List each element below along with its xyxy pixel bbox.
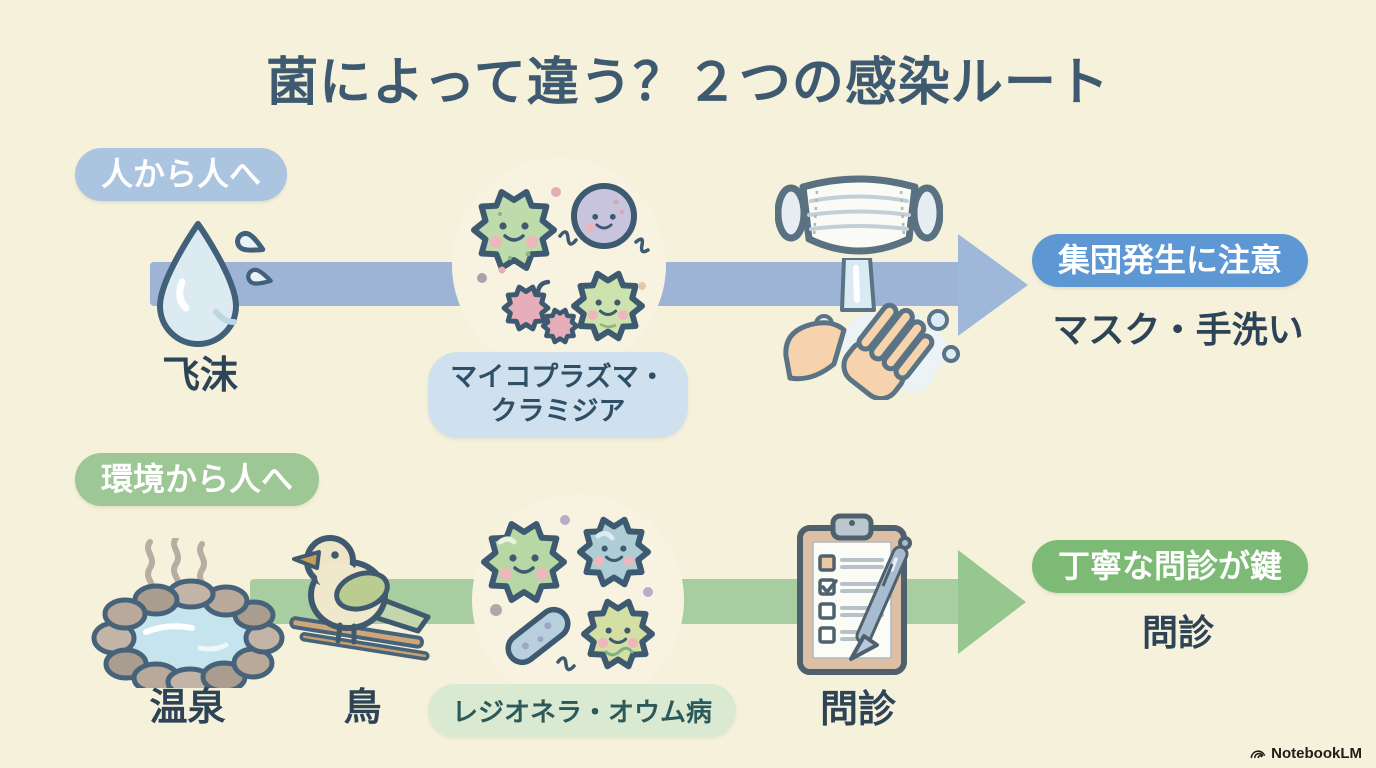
hand-washing-icon xyxy=(783,258,960,400)
route-badge-person-to-person: 人から人へ xyxy=(75,148,288,202)
hot-spring-caption: 温泉 xyxy=(149,687,226,729)
squiggle-icon xyxy=(558,230,578,246)
pen-icon xyxy=(849,536,912,661)
front-hand-icon xyxy=(841,302,935,400)
outcome-badge-outbreak: 集団発生に注意 xyxy=(1032,234,1309,288)
pathogen-label-legionella: レジオネラ・オウム病 xyxy=(428,684,737,737)
bird-icon xyxy=(289,535,431,661)
clipboard-caption: 問診 xyxy=(819,689,896,731)
teal-germ-icon xyxy=(580,520,648,585)
arrow-right-icon xyxy=(958,234,1028,336)
back-hand-icon xyxy=(783,320,847,382)
prevention-text-mask-handwash: マスク・手洗い xyxy=(1052,309,1304,350)
face-mask-icon xyxy=(775,175,943,255)
bird-caption: 鳥 xyxy=(343,687,382,729)
pathogen-label-line1: マイコプラズマ・ xyxy=(450,362,666,392)
pathogen-label-mycoplasma: マイコプラズマ・ クラミジア xyxy=(428,352,688,438)
round-germ-icon xyxy=(571,183,637,249)
squiggle-icon xyxy=(556,656,576,672)
clip-icon xyxy=(830,513,874,541)
stone-ring-icon xyxy=(91,578,285,688)
route-badge-environment-to-person: 環境から人へ xyxy=(75,453,320,507)
germ-cluster-icon xyxy=(452,183,650,372)
pathogen-label-line2: クラミジア xyxy=(490,395,626,426)
brand-footer: NotebookLM xyxy=(1249,745,1362,762)
droplet-caption: 飞沫 xyxy=(161,355,238,397)
small-droplet-icon xyxy=(235,231,266,253)
squiggle-icon xyxy=(535,279,551,295)
hot-spring-icon xyxy=(91,538,285,688)
rod-bacterium-icon xyxy=(505,606,571,666)
droplet-icon xyxy=(157,221,273,347)
outcome-badge-interview: 丁寧な問診が鍵 xyxy=(1032,540,1309,594)
brand-name: NotebookLM xyxy=(1271,745,1362,762)
green-germ-icon xyxy=(474,192,554,268)
green-germ-icon xyxy=(574,274,642,339)
prevention-text-interview: 問診 xyxy=(1141,612,1214,653)
squiggle-icon xyxy=(634,237,650,254)
small-droplet-icon xyxy=(246,267,273,286)
yellow-green-germ-icon xyxy=(584,602,652,667)
notebooklm-logo-icon xyxy=(1250,750,1266,759)
germ-cluster-icon xyxy=(472,515,684,672)
page-title: 菌によって違う？２つの感染ルート xyxy=(266,54,1110,112)
arrow-right-icon xyxy=(958,550,1026,654)
pink-germ-pair-icon xyxy=(504,287,577,342)
clipboard-checklist-icon xyxy=(797,513,912,675)
green-germ-icon xyxy=(484,524,564,600)
